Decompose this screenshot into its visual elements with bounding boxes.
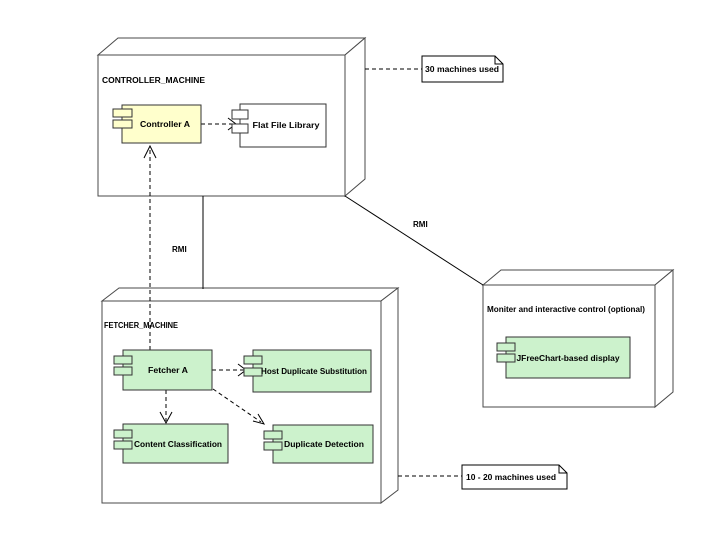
node-fetcher-machine: FETCHER_MACHINE	[100, 286, 400, 505]
component-tab-icon	[112, 119, 133, 129]
component-fetcher-a-label: Fetcher A	[148, 366, 188, 375]
link-rmi-diagonal-label: RMI	[413, 220, 428, 229]
component-body	[122, 423, 229, 464]
component-controller-a-label: Controller A	[140, 120, 190, 129]
component-jfreechart-display: JFreeChart-based display	[496, 336, 631, 379]
link-rmi-vertical-label: RMI	[172, 245, 187, 254]
node-top-face	[100, 287, 400, 302]
component-tab-icon	[496, 342, 516, 352]
component-duplicate-detection-label: Duplicate Detection	[284, 440, 364, 449]
component-tab-icon	[113, 366, 133, 376]
component-tab-icon	[113, 429, 133, 439]
node-top-face	[481, 269, 675, 286]
component-content-classification-label: Content Classification	[134, 440, 222, 449]
component-body	[121, 104, 202, 144]
node-front-face	[101, 300, 382, 504]
component-body	[272, 424, 374, 464]
component-content-classification: Content Classification	[113, 423, 229, 464]
component-fetcher-a: Fetcher A	[113, 349, 213, 391]
component-tab-icon	[496, 353, 516, 363]
component-body	[239, 103, 327, 148]
component-body	[505, 336, 631, 379]
node-right-face	[344, 36, 366, 198]
node-right-face	[380, 286, 399, 505]
component-tab-icon	[113, 440, 133, 450]
dependency-line	[212, 388, 262, 423]
component-flat-file-library-label: Flat File Library	[253, 121, 321, 130]
component-jfreechart-display-label: JFreeChart-based display	[517, 354, 621, 363]
component-tab-icon	[243, 367, 263, 377]
node-controller-machine-label: CONTROLLER_MACHINE	[102, 76, 206, 85]
component-body	[252, 349, 372, 393]
note-10-20-machines-used: 10 - 20 machines used	[461, 464, 568, 490]
component-tab-icon	[231, 109, 249, 120]
dependency-fetcher-a-to-content-classification	[159, 390, 173, 425]
note-fold-icon	[558, 465, 567, 474]
open-arrowhead-icon	[159, 411, 173, 425]
component-tab-icon	[112, 108, 133, 118]
note-body	[461, 464, 568, 490]
component-duplicate-detection: Duplicate Detection	[263, 424, 374, 464]
component-body	[122, 349, 213, 391]
node-fetcher-machine-label: FETCHER_MACHINE	[104, 321, 179, 330]
component-tab-icon	[263, 430, 283, 440]
note-10-20-machines-used-text: 10 - 20 machines used	[466, 473, 556, 482]
dependency-fetcher-a-to-controller-a	[143, 144, 157, 350]
component-host-duplicate-substitution: Host Duplicate Substitution	[243, 349, 372, 393]
note-30-machines-used: 30 machines used	[421, 55, 504, 83]
open-arrowhead-icon	[252, 413, 266, 425]
node-top-face	[96, 37, 367, 56]
note-30-machines-used-text: 30 machines used	[425, 65, 499, 74]
component-controller-a: Controller A	[112, 104, 202, 144]
open-arrowhead-icon	[143, 144, 157, 159]
note-fold-icon	[494, 56, 503, 65]
component-tab-icon	[231, 123, 249, 134]
node-monitor-machine: Moniter and interactive control (optiona…	[481, 268, 675, 409]
link-controller-to-monitor	[344, 195, 484, 286]
component-tab-icon	[263, 441, 283, 451]
note-body	[421, 55, 504, 83]
node-right-face	[654, 268, 674, 409]
component-tab-icon	[113, 355, 133, 365]
component-tab-icon	[243, 355, 263, 365]
component-host-duplicate-substitution-label: Host Duplicate Substitution	[261, 367, 367, 376]
node-monitor-machine-label: Moniter and interactive control (optiona…	[487, 305, 645, 314]
component-flat-file-library: Flat File Library	[231, 103, 327, 148]
dependency-fetcher-a-to-duplicate-detection	[212, 388, 266, 425]
